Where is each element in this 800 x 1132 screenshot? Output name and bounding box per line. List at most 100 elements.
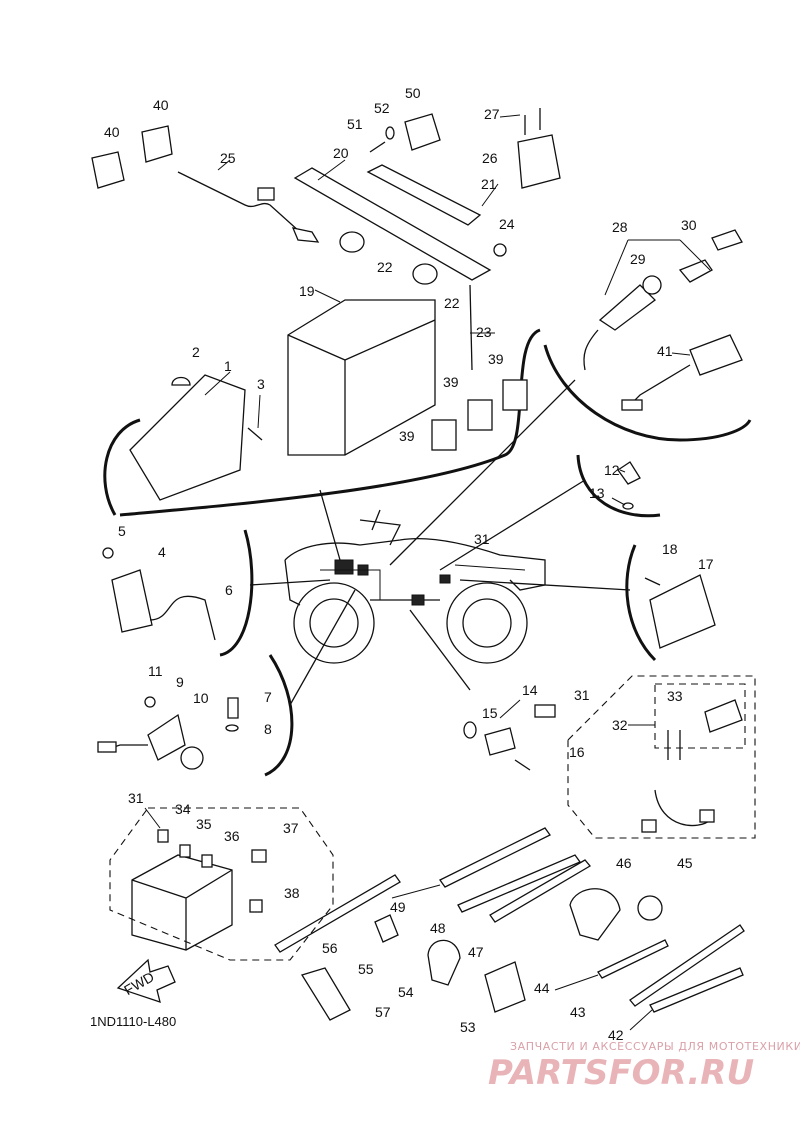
part-number-label: 22 [377, 259, 393, 275]
part-sketches [91, 108, 745, 1021]
gasket-icon [225, 724, 239, 732]
connector-icon [621, 399, 643, 411]
fuse-icon [249, 899, 263, 913]
plug-cap-icon [149, 595, 216, 641]
relay-icon [141, 125, 173, 163]
cable-tie-icon [629, 924, 745, 1007]
connector-icon [502, 379, 528, 411]
key-icon [678, 259, 713, 283]
watermark-tagline: ЗАПЧАСТИ И АКСЕССУАРЫ ДЛЯ МОТОТЕХНИКИ [510, 1040, 800, 1053]
connector-icon [97, 741, 117, 753]
part-number-label: 35 [196, 816, 212, 832]
cap-icon [704, 699, 743, 733]
cable-tie-icon [439, 827, 551, 888]
battery-band-icon [293, 167, 492, 281]
part-number-label: 47 [468, 944, 484, 960]
part-number-label: 9 [176, 674, 184, 690]
part-number-label: 18 [662, 541, 678, 557]
main-switch-icon [598, 284, 656, 331]
part-number-label: 22 [444, 295, 460, 311]
connector-icon [534, 704, 556, 718]
clamp-icon [427, 939, 461, 986]
part-number-label: 10 [193, 690, 209, 706]
fuse-icon [179, 844, 191, 858]
starter-relay-icon [404, 113, 441, 151]
part-number-label: 57 [375, 1004, 391, 1020]
damper-icon [412, 263, 438, 285]
part-number-label: 31 [574, 687, 590, 703]
cable-tie-icon [597, 939, 669, 979]
part-number-label: 55 [358, 961, 374, 977]
part-number-label: 45 [677, 855, 693, 871]
part-number-label: 13 [589, 485, 605, 501]
diagram-reference-code: 1ND1110-L480 [90, 1014, 176, 1029]
fuse-box-icon [131, 854, 233, 951]
part-number-label: 54 [398, 984, 414, 1000]
cable-tie-icon [274, 874, 401, 953]
relay-block-icon [517, 134, 561, 189]
part-number-label: 16 [569, 744, 585, 760]
part-number-label: 49 [390, 899, 406, 915]
terminal-icon [291, 227, 320, 243]
part-number-label: 51 [347, 116, 363, 132]
part-number-label: 23 [476, 324, 492, 340]
bolt-icon [469, 284, 473, 371]
part-number-label: 39 [488, 351, 504, 367]
part-number-label: 6 [225, 582, 233, 598]
nut-icon [493, 243, 507, 257]
battery-cover-icon [366, 164, 482, 226]
connector-icon [257, 187, 275, 201]
cable-tie-icon [457, 854, 582, 913]
speed-sensor-icon [484, 727, 516, 756]
clip-icon [374, 914, 399, 943]
bolt-icon [514, 759, 531, 771]
part-number-label: 52 [374, 100, 390, 116]
part-number-label: 53 [460, 1019, 476, 1035]
screw-icon [247, 427, 263, 441]
part-number-label: 24 [499, 216, 515, 232]
part-number-label: 11 [148, 663, 163, 679]
neutral-switch-icon [147, 713, 186, 761]
relay-icon [91, 151, 125, 189]
cable-tie-icon [649, 967, 744, 1013]
fwd-arrow: FWD [116, 958, 176, 1003]
part-number-label: 37 [283, 820, 299, 836]
part-number-label: 40 [153, 97, 169, 113]
part-number-label: 36 [224, 828, 240, 844]
screw-icon [144, 696, 156, 708]
clamp-icon [637, 895, 663, 921]
part-number-label: 15 [482, 705, 498, 721]
part-number-label: 4 [158, 544, 166, 560]
holder-icon [484, 961, 526, 1013]
cable-tie-icon [489, 859, 591, 923]
part-number-label: 28 [612, 219, 628, 235]
clamp-icon [569, 888, 621, 941]
part-number-label: 5 [118, 523, 126, 539]
dc-socket-icon [689, 334, 743, 376]
grommet-icon [171, 376, 191, 386]
part-number-label: 19 [299, 283, 315, 299]
ecu-icon [129, 374, 246, 501]
connector-icon [431, 419, 457, 451]
key-icon [711, 229, 743, 251]
part-number-label: 12 [604, 462, 620, 478]
part-number-label: 17 [698, 556, 714, 572]
part-number-label: 1 [224, 358, 232, 374]
part-labels: 40 40 25 20 51 52 50 27 26 21 24 22 22 1… [104, 85, 714, 1043]
connector-icon [467, 399, 493, 431]
part-number-label: 8 [264, 721, 272, 737]
part-number-label: 7 [264, 689, 272, 705]
part-number-label: 40 [104, 124, 120, 140]
rectifier-icon [649, 574, 716, 649]
part-number-label: 46 [616, 855, 632, 871]
part-number-label: 20 [333, 145, 349, 161]
oil-switch-icon [227, 697, 239, 719]
ignition-coil-icon [111, 569, 153, 633]
part-number-label: 43 [570, 1004, 586, 1020]
part-number-label: 30 [681, 217, 697, 233]
part-number-label: 33 [667, 688, 683, 704]
bolt-icon [644, 577, 661, 586]
part-number-label: 29 [630, 251, 646, 267]
watermark: ЗАПЧАСТИ И АКСЕССУАРЫ ДЛЯ МОТОТЕХНИКИ PA… [488, 1040, 800, 1093]
